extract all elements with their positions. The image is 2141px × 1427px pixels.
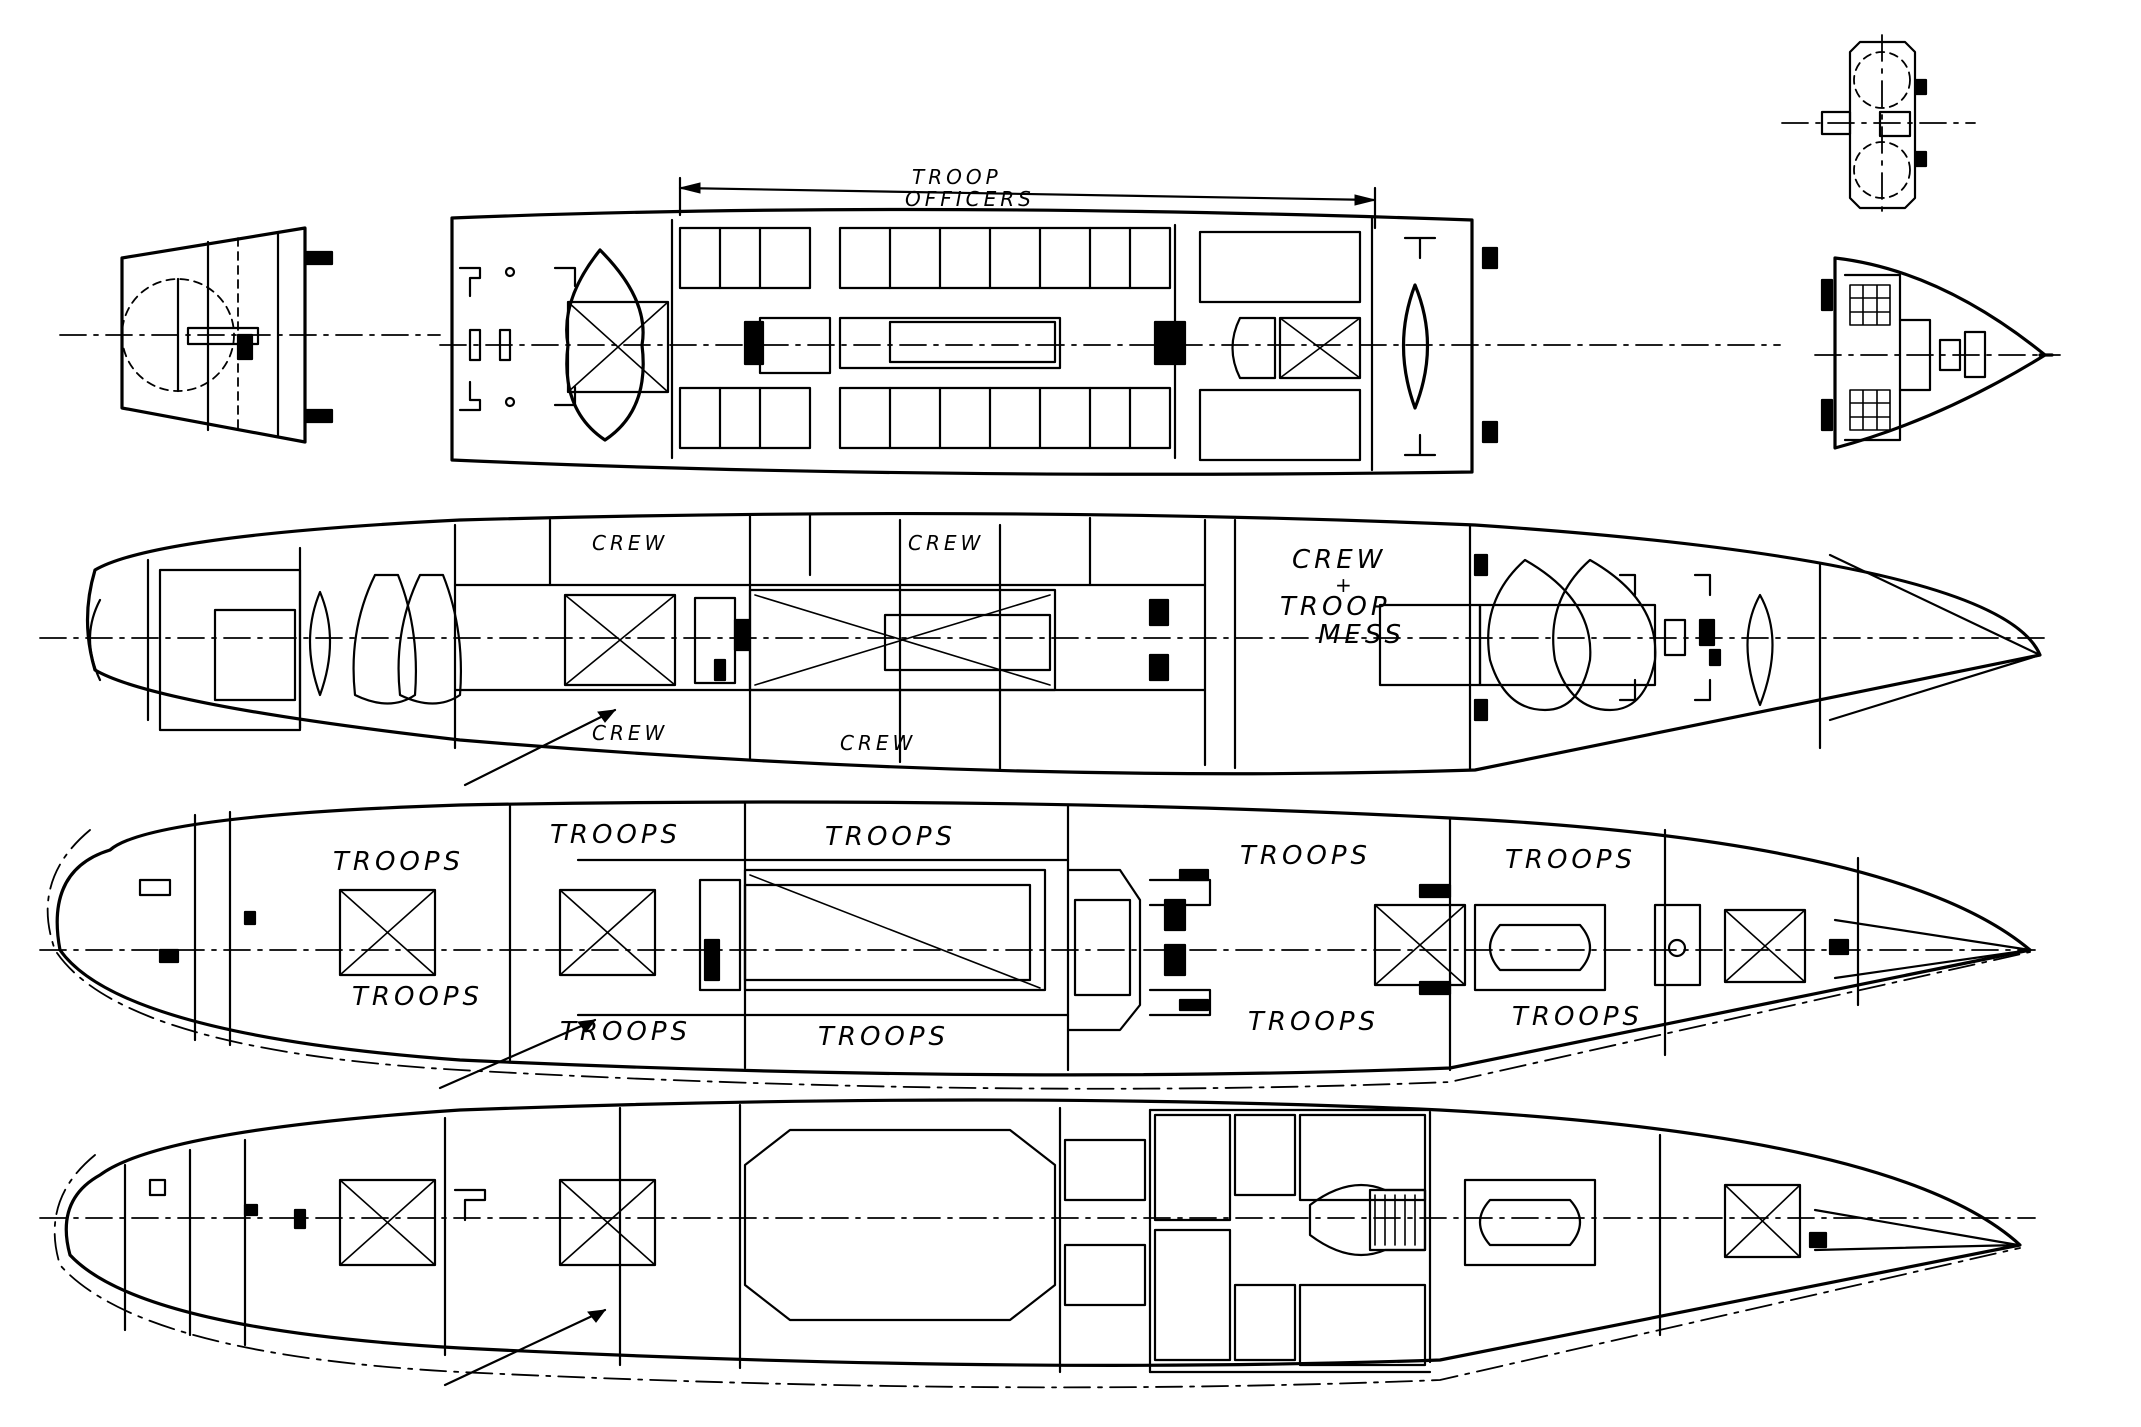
crew-troop-mess-label: CREW [1292, 545, 1386, 575]
mast-platform-detail [1781, 34, 1976, 216]
upper-deck-plan: CREW CREW CREW CREW CREW + TROOP MESS [39, 511, 2046, 787]
troops-label: TROOPS [1505, 845, 1636, 875]
troops-label: TROOPS [1248, 1007, 1379, 1037]
crew-label: CREW [592, 721, 668, 745]
troops-label: TROOPS [550, 820, 681, 850]
troop-label: TROOP [912, 165, 1002, 189]
troops-label: TROOPS [1512, 1002, 1643, 1032]
troops-label: TROOPS [1240, 841, 1371, 871]
troops-label: TROOPS [352, 982, 483, 1012]
forecastle-plan [1814, 256, 2061, 450]
aft-deckhouse-plan [59, 226, 441, 444]
troops-label: TROOPS [825, 822, 956, 852]
main-deck-plan: TROOPS TROOPS TROOPS TROOPS TROOPS TROOP… [39, 800, 2036, 1090]
crew-troop-mess-label: TROOP [1280, 592, 1391, 622]
officers-label: OFFICERS [905, 187, 1035, 211]
crew-troop-mess-label: MESS [1318, 620, 1405, 650]
crew-troop-mess-label: + [1335, 573, 1356, 597]
troops-label: TROOPS [818, 1022, 949, 1052]
crew-label: CREW [592, 531, 668, 555]
crew-label: CREW [908, 531, 984, 555]
boat-deck-plan: TROOP OFFICERS [439, 165, 1781, 476]
troops-label: TROOPS [560, 1017, 691, 1047]
crew-label: CREW [840, 731, 916, 755]
troops-label: TROOPS [333, 847, 464, 877]
lower-deck-plan [39, 1098, 2036, 1389]
